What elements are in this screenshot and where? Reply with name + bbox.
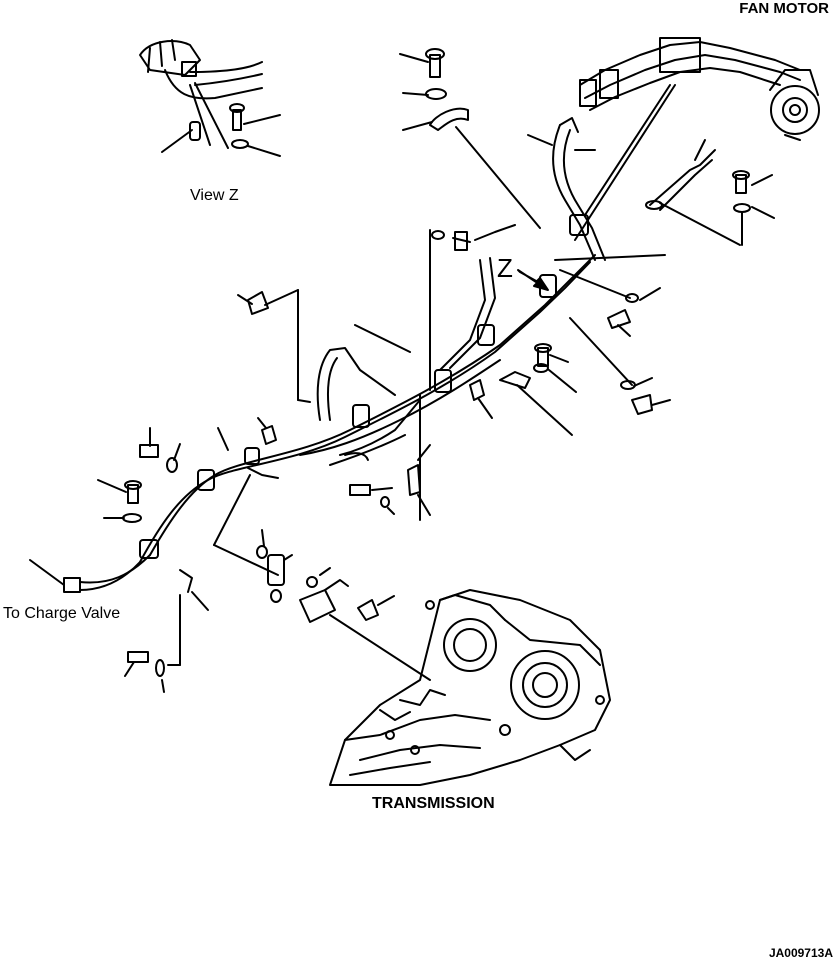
fan-motor-label: FAN MOTOR <box>739 0 829 17</box>
transmission-fasteners <box>299 567 431 681</box>
transmission <box>329 589 611 786</box>
transmission-label: TRANSMISSION <box>372 795 495 812</box>
left-center-fasteners <box>97 289 431 693</box>
z-marker-label: Z <box>497 253 513 283</box>
main-hose-bundle <box>29 214 596 593</box>
fan-motor <box>579 37 820 141</box>
right-bolt-group <box>645 139 775 246</box>
right-center-fasteners <box>469 254 671 436</box>
drawing-code-label: JA009713A <box>768 946 833 960</box>
to-charge-valve-label: To Charge Valve <box>3 605 121 622</box>
z-arrow <box>517 269 549 291</box>
view-z-detail <box>139 39 281 157</box>
top-bolt-group <box>399 48 541 229</box>
fan-motor-hoses <box>527 84 676 261</box>
secondary-hose <box>429 224 516 391</box>
view-z-label: View Z <box>190 187 239 204</box>
